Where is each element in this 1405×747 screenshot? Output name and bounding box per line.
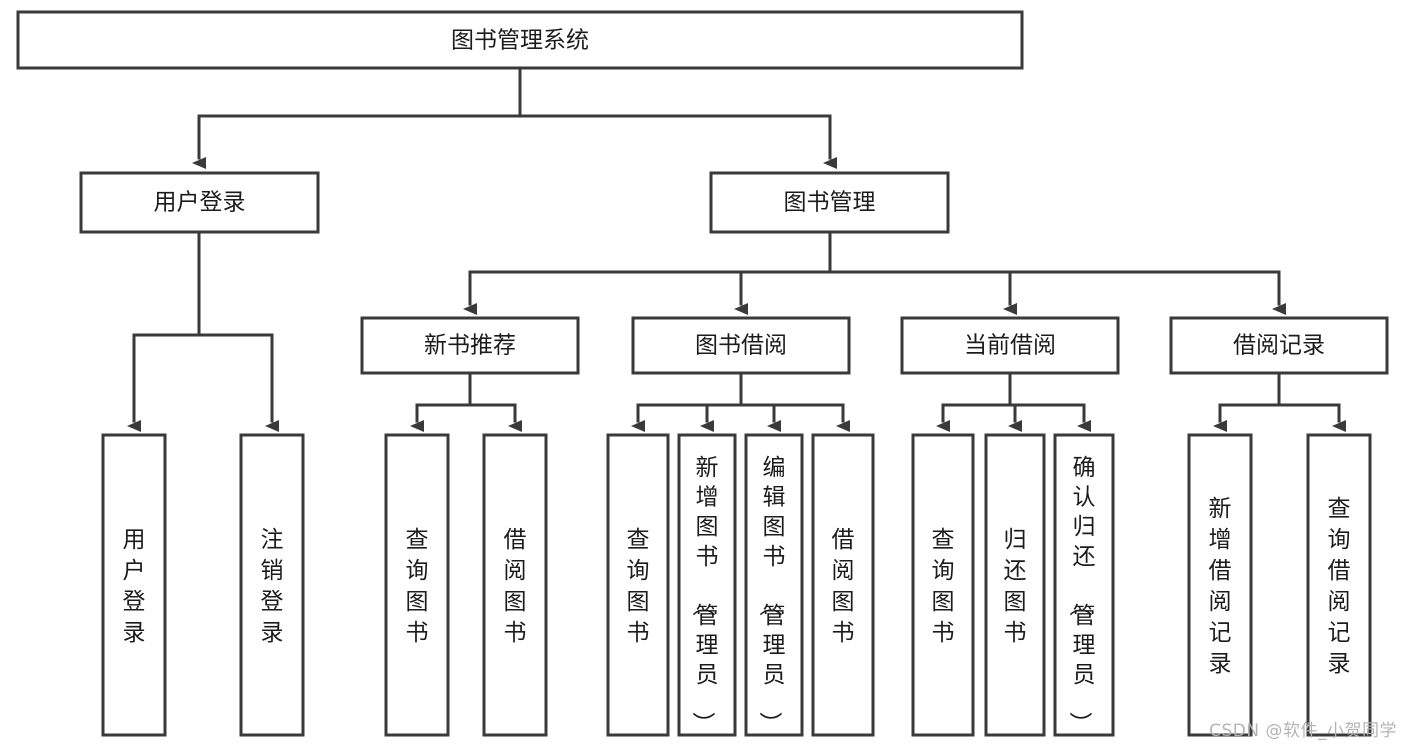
node-leaf-borrow-book-box[interactable] [811,433,875,737]
node-borrow-record[interactable]: 借阅记录 [1169,316,1389,375]
node-leaf-query-borrow-record[interactable]: 查询借阅记录 [1306,433,1372,737]
node-leaf-query-book-rec-box[interactable] [384,433,450,737]
node-borrow-record-label: 借阅记录 [1233,333,1325,359]
node-root[interactable]: 图书管理系统 [16,10,1024,70]
node-borrow-record-box[interactable] [1169,316,1389,375]
node-leaf-edit-book-admin-label: 编辑图书（管理员） [757,455,786,734]
node-leaf-borrow-book-label: 借阅图书 [832,527,855,646]
node-book-management-label: 图书管理 [784,190,876,216]
node-leaf-query-book-borrow-box[interactable] [606,433,670,737]
node-leaf-add-borrow-record-label: 新增借阅记录 [1209,496,1232,677]
node-leaf-user-logout[interactable]: 注销登录 [239,433,305,737]
node-leaf-return-book[interactable]: 归还图书 [984,433,1046,737]
node-leaf-add-borrow-record[interactable]: 新增借阅记录 [1187,433,1253,737]
node-leaf-add-book-admin-label: 新增图书（管理员） [690,455,719,734]
connector-layer [127,66,1346,432]
node-leaf-query-book-current[interactable]: 查询图书 [911,433,975,737]
node-leaf-user-login-label: 用户登录 [123,527,146,646]
node-leaf-query-book-borrow[interactable]: 查询图书 [606,433,670,737]
node-user-login[interactable]: 用户登录 [79,171,320,234]
node-new-book-recommend-box[interactable] [360,316,580,375]
node-leaf-query-book-current-box[interactable] [911,433,975,737]
node-current-borrow-box[interactable] [900,316,1120,375]
leaf-layer: 用户登录 注销登录 查询图书 借阅图书 查询图书 新增图书（管理员） [101,433,1372,737]
node-book-management[interactable]: 图书管理 [709,171,950,234]
node-user-login-label: 用户登录 [154,190,246,216]
node-leaf-borrow-book-rec-label: 借阅图书 [504,527,527,646]
node-leaf-query-book-rec-label: 查询图书 [406,527,429,646]
node-leaf-confirm-return-admin[interactable]: 确认归还（管理员） [1053,433,1115,737]
node-new-book-recommend[interactable]: 新书推荐 [360,316,580,375]
node-leaf-query-book-borrow-label: 查询图书 [627,527,650,646]
node-leaf-query-borrow-record-box[interactable] [1306,433,1372,737]
node-leaf-borrow-book-rec[interactable]: 借阅图书 [482,433,548,737]
node-leaf-user-login[interactable]: 用户登录 [101,433,167,737]
node-user-login-box[interactable] [79,171,320,234]
node-leaf-user-login-box[interactable] [101,433,167,737]
node-leaf-query-book-current-label: 查询图书 [932,527,955,646]
node-leaf-user-logout-box[interactable] [239,433,305,737]
node-leaf-user-logout-label: 注销登录 [261,527,284,646]
node-leaf-query-borrow-record-label: 查询借阅记录 [1328,496,1351,677]
node-current-borrow[interactable]: 当前借阅 [900,316,1120,375]
node-leaf-borrow-book-rec-box[interactable] [482,433,548,737]
node-leaf-return-book-label: 归还图书 [1004,527,1027,646]
node-root-label: 图书管理系统 [451,28,589,54]
node-leaf-add-borrow-record-box[interactable] [1187,433,1253,737]
node-leaf-query-book-rec[interactable]: 查询图书 [384,433,450,737]
node-leaf-edit-book-admin-box[interactable] [744,433,804,737]
node-leaf-add-book-admin[interactable]: 新增图书（管理员） [677,433,737,737]
node-root-box[interactable] [16,10,1024,70]
node-leaf-return-book-box[interactable] [984,433,1046,737]
node-book-borrow-box[interactable] [631,316,851,375]
node-book-management-box[interactable] [709,171,950,234]
node-leaf-add-book-admin-box[interactable] [677,433,737,737]
node-leaf-confirm-return-admin-box[interactable] [1053,433,1115,737]
node-book-borrow[interactable]: 图书借阅 [631,316,851,375]
node-leaf-borrow-book[interactable]: 借阅图书 [811,433,875,737]
node-new-book-recommend-label: 新书推荐 [424,333,516,359]
node-current-borrow-label: 当前借阅 [964,333,1056,359]
node-leaf-edit-book-admin[interactable]: 编辑图书（管理员） [744,433,804,737]
node-book-borrow-label: 图书借阅 [695,333,787,359]
node-leaf-confirm-return-admin-label: 确认归还（管理员） [1067,455,1096,734]
